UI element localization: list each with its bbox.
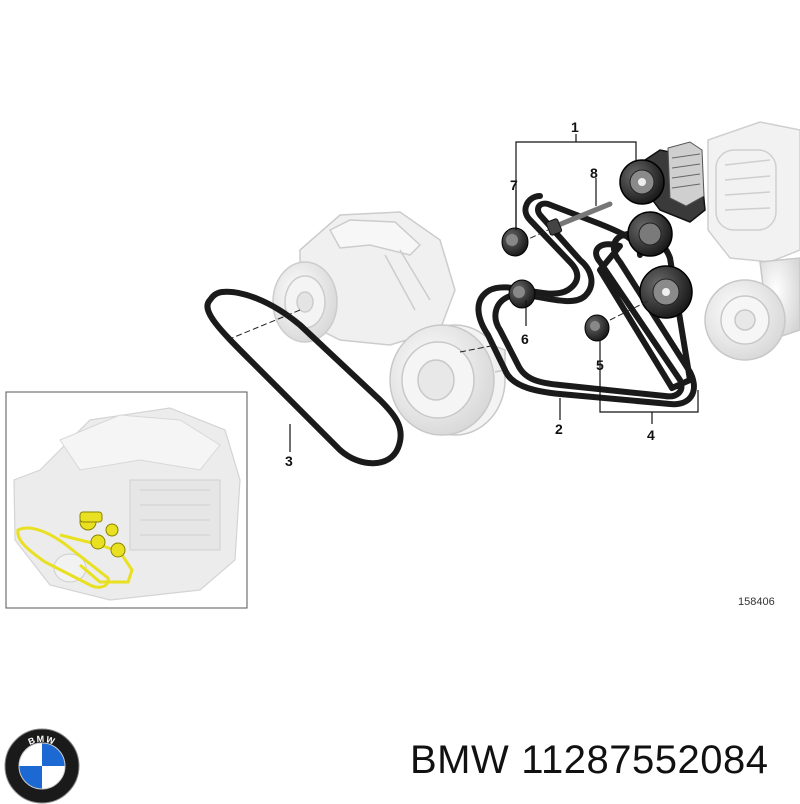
ac-compressor	[272, 211, 456, 346]
callout-leaders	[289, 134, 699, 452]
diagram-number: 158406	[738, 596, 775, 608]
engine-overview-inset	[5, 391, 248, 609]
callout-7: 7	[510, 177, 518, 193]
callout-6: 6	[521, 331, 529, 347]
belt-main-serpentine	[475, 193, 697, 408]
callout-4: 4	[647, 427, 655, 443]
brand-name: BMW	[410, 738, 510, 782]
bmw-logo: BMW	[4, 728, 80, 804]
belt-tensioner	[619, 141, 706, 257]
crankshaft-pulley	[389, 324, 506, 436]
water-pump-pulley	[704, 257, 800, 361]
alternator-right	[707, 121, 800, 263]
dust-cap-5	[584, 314, 610, 342]
callout-5: 5	[596, 357, 604, 373]
callout-8: 8	[590, 165, 598, 181]
callout-1: 1	[571, 119, 579, 135]
belt-ac-compressor	[204, 288, 404, 467]
bolt	[545, 201, 613, 236]
logo-letters: BMW	[27, 734, 57, 747]
callout-2: 2	[555, 421, 563, 437]
part-number: 11287552084	[521, 738, 769, 782]
dust-cap-6	[508, 279, 536, 309]
guide-pulley	[639, 265, 693, 319]
callout-3: 3	[285, 453, 293, 469]
callout-labels: 1 2 3 4 5 6 7 8	[285, 119, 655, 469]
highlighted-tensioner	[79, 511, 126, 558]
dust-cap-7	[501, 227, 529, 257]
